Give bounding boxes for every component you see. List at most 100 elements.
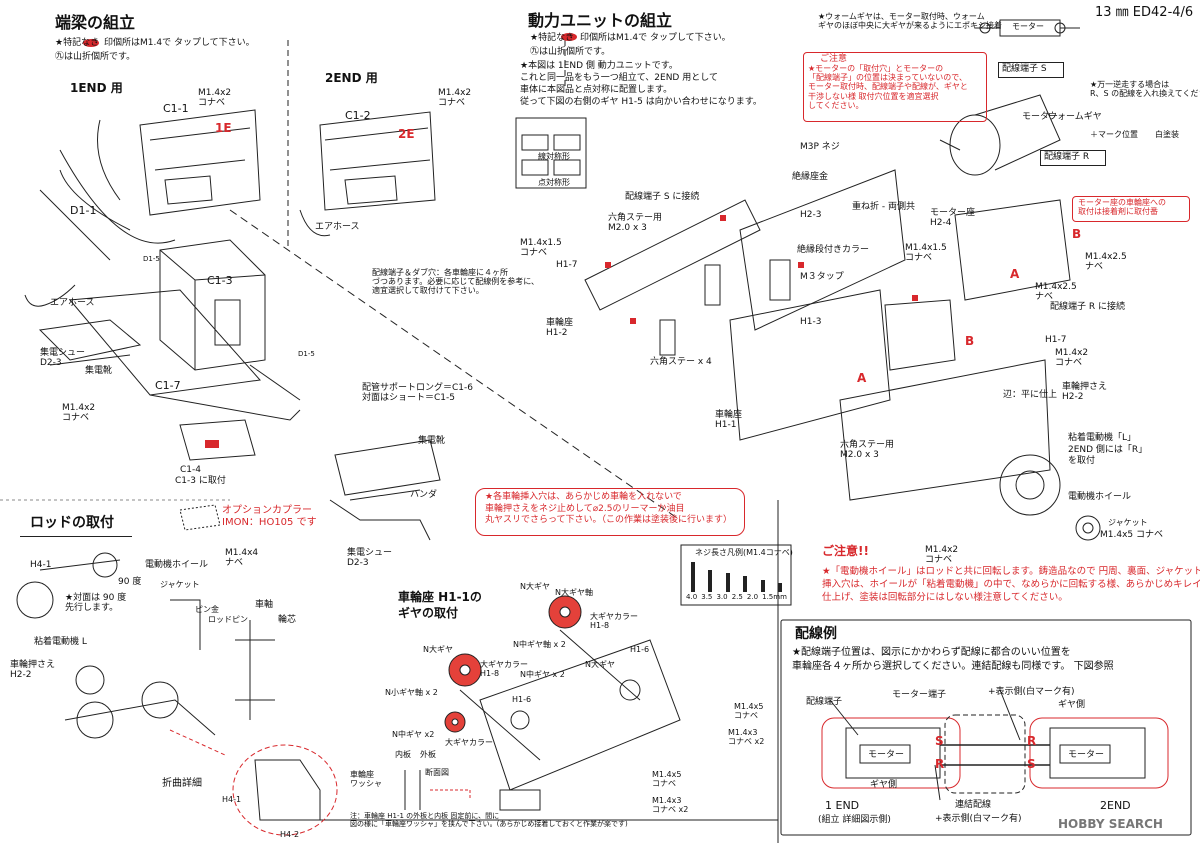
gear-n-mid-axle: N中ギヤ軸 x 2 (513, 640, 566, 649)
gear-n-big-collar: 大ギヤカラー H1-8 (590, 612, 638, 631)
part-c1-2: C1-2 (345, 109, 371, 122)
wormgear-label: ウォームギヤ (1048, 112, 1102, 122)
endbeam-note2: ㊈は山折個所です。 (55, 52, 136, 62)
rod-wheel: 車軸 (255, 600, 274, 610)
sym-line: 線対称形 (538, 152, 570, 161)
label-1end: 1END 用 (70, 81, 123, 95)
pipe-note: 配管サポートロング＝C1-6 対面はショート＝C1-5 (362, 383, 473, 404)
mark-1e: 1E (215, 121, 232, 135)
wiring-terminal: 配線端子 (806, 697, 843, 707)
screw-icon (725, 573, 730, 592)
gear-big-collar3: 大ギヤカラー (445, 738, 493, 747)
m3-tap: M３タップ (800, 272, 844, 282)
wiring-motor2: モーター (1068, 750, 1105, 760)
screw-size: 2.5 (731, 593, 743, 601)
gear-s1: M1.4x5 コナベ (734, 702, 764, 721)
screw-icon (708, 570, 713, 592)
fold-detail: 折曲詳細 (162, 778, 202, 789)
mark-position: ＋マーク位置 (1090, 130, 1138, 139)
wiring-link: 連結配線 (955, 800, 992, 810)
section-title-power: 動力ユニットの組立 (528, 11, 673, 30)
term-s-box (998, 62, 1064, 78)
gear-n-mid: N中ギヤ x 2 (520, 670, 565, 679)
rod-motor-wheel: 電動機ホイール (145, 560, 209, 570)
screw-icon (778, 583, 783, 592)
endbeam-note1: ★特記なき (55, 38, 100, 48)
screw-size: 3.0 (716, 593, 728, 601)
fold-note: 重ね折 - 両側共 (852, 202, 915, 212)
option-coupler: オプションカプラー IMON：HO105 です (222, 505, 317, 528)
page-id: 13 ㎜ ED42-4/6 (1095, 5, 1194, 20)
motor-wheel-label: 電動機ホイール (1068, 492, 1132, 502)
motor-seat-note: モーター座の車輪座への 取付は接着剤に取付番 (1078, 198, 1166, 217)
part-d1-1: D1-1 (70, 204, 97, 217)
wiring-letter-s1: S (935, 734, 944, 748)
screw-e: M1.4x1.5 コナベ (520, 238, 562, 259)
gear-n-big-2: N大ギヤ (585, 660, 615, 669)
screw-legend-icons (684, 562, 789, 592)
section-title-endbeam: 端梁の組立 (55, 13, 136, 32)
screw-i: M1.4x2 コナベ (1055, 348, 1089, 369)
rod-h41b: H4-1 (222, 795, 242, 804)
wiring-end1: 1 END (825, 799, 860, 812)
screw-h: M1.4x2.5 ナベ (1035, 282, 1077, 303)
label-2end: 2END 用 (325, 71, 378, 85)
motor-label2: モーター (1022, 112, 1059, 122)
white-paint: 白塗装 (1155, 130, 1179, 139)
shoe-label2: 集電シュー D2-3 (347, 548, 393, 569)
gear-n-mid2: N中ギヤ x2 (392, 730, 435, 739)
wiring-letter-s2: S (1027, 757, 1036, 771)
worm-note: ★ウォームギヤは、モーター取付時、ウォーム ギヤのほぼ中央に大ギヤが来るようにエ… (818, 12, 1002, 31)
gear-n-small-axle: N小ギヤ軸 x 2 (385, 688, 438, 697)
caution2-title: ご注意!! (822, 544, 869, 558)
hanger-label: ハンダ (410, 490, 438, 500)
gear-collar2: 大ギヤカラー H1-8 (480, 660, 528, 679)
hex-stay1: 六角ステー用 M2.0 x 3 (608, 213, 663, 234)
rod-h41: H4-1 (30, 560, 52, 570)
rod-90deg: 90 度 (118, 577, 142, 587)
worm-motor-label: モーター (1012, 22, 1044, 31)
terminal-s-label: 配線端子 S に接続 (625, 192, 700, 202)
screw-f: M1.4x1.5 コナベ (905, 243, 947, 264)
insulator: 絶縁座金 (792, 172, 829, 182)
mark-a2: A (857, 371, 867, 385)
part-c1-1: C1-1 (163, 102, 189, 115)
gear-s2: M1.4x3 コナベ x2 (728, 728, 765, 747)
part-h2-3: H2-3 (800, 210, 822, 220)
wiring-display-white2: +表示側(白マーク有) (935, 814, 1022, 824)
motor-seat: モーター座 H2-4 (930, 208, 976, 229)
red-note-box (475, 488, 745, 536)
gear-n-big: N大ギヤ (520, 582, 550, 591)
screw-size: 2.0 (746, 593, 759, 601)
term-r-box (1040, 150, 1106, 166)
sticky-motor-note: 粘着電動機「L」 2END 側には「R」 を取付 (1068, 433, 1148, 467)
reverse-note: ★万一逆走する場合は R、S の配線を入れ換えてください。 (1090, 80, 1200, 99)
gear-footnote: 注：車輪座 H1-1 の外板と内板 固定前に、間に 図の様に「車輪座ワッシャ」を… (350, 812, 628, 829)
endbeam-note1b: 印個所はM1.4で タップして下さい。 (104, 38, 255, 48)
shoe-label1b: 集電靴 (85, 366, 113, 376)
caution-text: ★モーターの「取付穴」とモーターの 「配線端子」の位置は決まっていないので、 モ… (808, 64, 968, 110)
gear-washer: 車輪座 ワッシャ (350, 770, 382, 789)
caution2-text: ★「電動機ホイール」はロッドと共に回転します。鋳造品なので 円周、裏面、ジャケッ… (822, 566, 1200, 603)
wiring-motor-terminal: モーター端子 (892, 690, 947, 700)
red-dot-icon (83, 39, 99, 47)
screw-g: M1.4x2.5 ナベ (1085, 252, 1127, 273)
screw-c: M1.4x2 コナベ (62, 403, 96, 424)
part-h1-7b: H1-7 (1045, 335, 1067, 345)
mark-b2: B (965, 334, 975, 348)
screw-a: M1.4x2 コナベ (198, 88, 232, 109)
screw-b: M1.4x2 コナベ (438, 88, 472, 109)
power-note2: ㊈は山折個所です。 (530, 47, 611, 57)
part-h1-1: 車輪座 H1-1 (715, 410, 743, 431)
gear-section: 断面図 (425, 768, 449, 777)
part-d1-5b: D1-5 (298, 350, 315, 358)
mark-2e: 2E (398, 127, 415, 141)
gear-h16b: H1-6 (512, 695, 532, 704)
jacket-label: ジャケット (1108, 518, 1148, 527)
screw-size: 4.0 (686, 593, 698, 601)
screw-size: 1.5mm (762, 593, 787, 601)
wiring-letter-r1: R (935, 757, 945, 771)
wiring-motor1: モーター (868, 750, 905, 760)
airhose-label1: エアホース (50, 298, 95, 308)
